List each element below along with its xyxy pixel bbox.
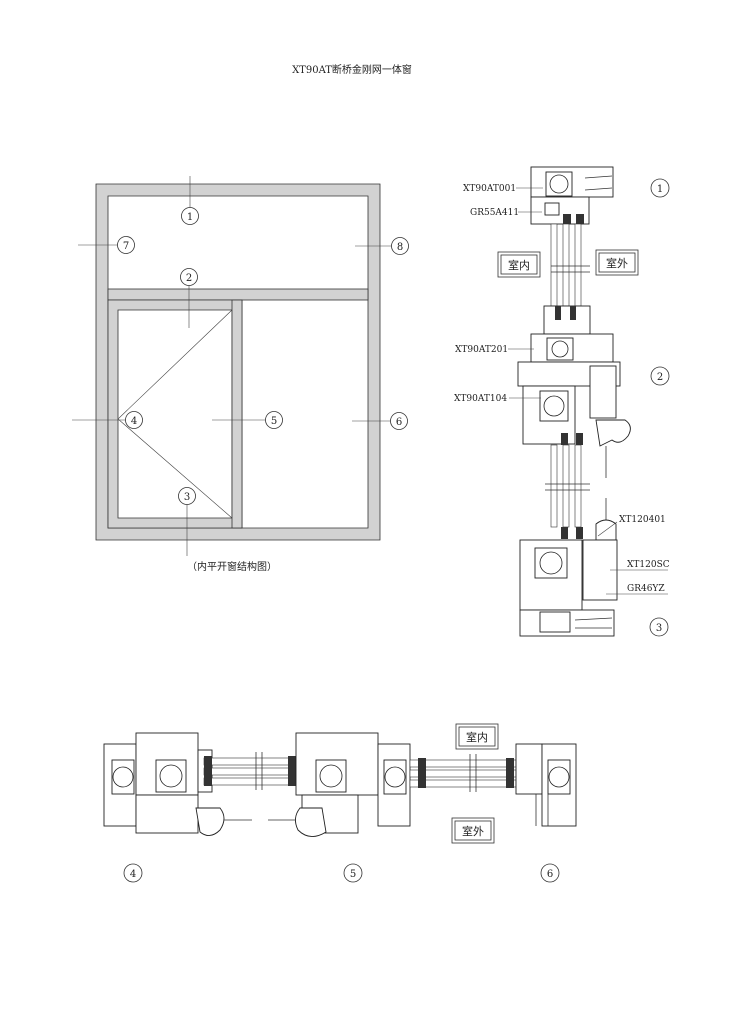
opening-direction-lines — [117, 309, 233, 519]
inside-tag-horizontal: 室内 — [455, 723, 499, 750]
left-jamb-profile — [103, 732, 225, 836]
outside-tag-horizontal: 室外 — [451, 817, 495, 844]
svg-text:室内: 室内 — [508, 258, 530, 272]
svg-text:6: 6 — [396, 417, 402, 428]
label-GR46YZ: GR46YZ — [627, 584, 665, 594]
svg-text:2: 2 — [657, 372, 663, 383]
drawing-title: XT90AT断桥金刚网一体窗 — [292, 63, 412, 76]
svg-text:4: 4 — [131, 416, 137, 427]
window-elevation: 1 7 8 2 4 5 6 3 （内平开窗结构图） — [72, 176, 409, 573]
upper-glass-unit — [550, 223, 590, 307]
svg-text:2: 2 — [186, 273, 192, 284]
lower-glass-unit — [545, 444, 607, 528]
horizontal-section: 室内 室外 4 5 6 — [103, 723, 577, 883]
marker-4: 4 — [125, 411, 143, 429]
marker-6: 6 — [390, 412, 408, 430]
section-marker-2: 2 — [650, 366, 670, 386]
svg-text:5: 5 — [271, 416, 277, 427]
marker-5: 5 — [265, 411, 283, 429]
head-frame-profile — [530, 166, 614, 225]
section-marker-4: 4 — [123, 863, 143, 883]
marker-8: 8 — [391, 237, 409, 255]
right-jamb-profile — [515, 743, 577, 827]
sill-profile — [519, 519, 618, 637]
svg-text:8: 8 — [397, 242, 403, 253]
label-XT90AT201: XT90AT201 — [455, 345, 508, 355]
section-marker-3: 3 — [649, 617, 669, 637]
marker-7: 7 — [117, 236, 135, 254]
label-XT90AT104: XT90AT104 — [454, 394, 507, 404]
right-glass-unit — [409, 754, 517, 792]
svg-text:7: 7 — [123, 241, 129, 252]
section-marker-6: 6 — [540, 863, 560, 883]
mullion-profile — [295, 732, 411, 837]
svg-text:5: 5 — [350, 869, 356, 880]
label-GR55A411: GR55A411 — [470, 208, 519, 218]
svg-text:室内: 室内 — [466, 730, 488, 744]
label-XT120SC: XT120SC — [627, 560, 670, 570]
inside-tag: 室内 — [497, 251, 541, 278]
mullion — [231, 299, 243, 529]
transom-bar — [107, 288, 369, 301]
label-XT90AT001: XT90AT001 — [463, 184, 516, 194]
outside-tag: 室外 — [595, 249, 639, 276]
section-marker-5: 5 — [343, 863, 363, 883]
marker-3: 3 — [178, 487, 196, 505]
section-marker-1: 1 — [650, 178, 670, 198]
vertical-section: XT90AT001 GR55A411 XT90AT201 XT90AT104 X… — [454, 166, 670, 637]
svg-text:1: 1 — [657, 184, 663, 195]
svg-text:3: 3 — [184, 492, 190, 503]
marker-2: 2 — [180, 268, 198, 286]
svg-text:6: 6 — [547, 869, 553, 880]
svg-text:室外: 室外 — [606, 256, 628, 270]
svg-text:4: 4 — [130, 869, 136, 880]
svg-text:1: 1 — [187, 212, 193, 223]
transom-profile — [517, 305, 631, 478]
elevation-caption: （内平开窗结构图） — [187, 560, 277, 573]
label-XT120401: XT120401 — [619, 515, 666, 525]
svg-text:室外: 室外 — [462, 824, 484, 838]
marker-1: 1 — [181, 207, 199, 225]
svg-text:3: 3 — [656, 623, 662, 634]
